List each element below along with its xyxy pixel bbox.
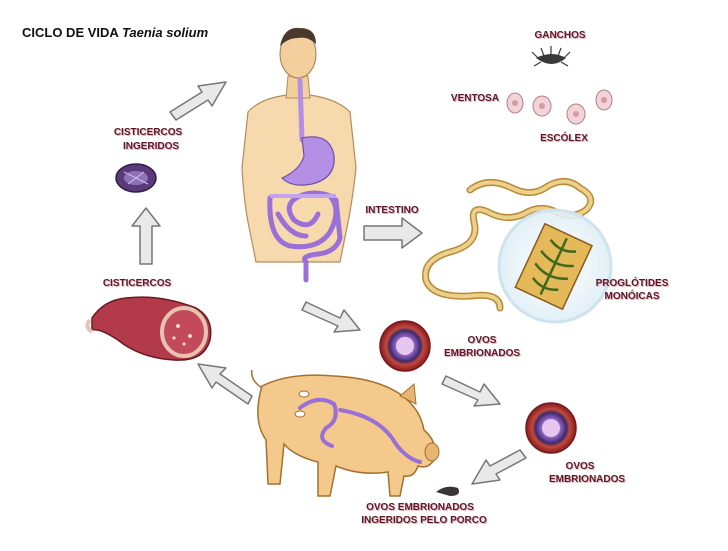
label-cisticercos-ingeridos-2: INGERIDOS (122, 141, 180, 152)
egg-icon-2 (525, 402, 577, 454)
label-ingeridos-porco-1: OVOS EMBRIONADOS (366, 502, 474, 513)
label-intestino: INTESTINO (365, 205, 419, 216)
egg-icon-1 (379, 320, 431, 372)
label-proglotides-2: MONÓICAS (604, 291, 660, 302)
scolex-icon (506, 46, 613, 125)
label-cisticercos: CISTICERCOS (102, 278, 172, 289)
label-proglotides-1: PROGLÓTIDES (595, 278, 669, 289)
label-ingeridos-porco-2: INGERIDOS PELO PORCO (361, 515, 487, 526)
pig-figure (250, 369, 459, 497)
cyst-icon (115, 163, 157, 193)
tapeworm (422, 178, 613, 324)
label-ovos-2a: OVOS (565, 461, 595, 472)
page-title: CICLO DE VIDA Taenia solium (22, 25, 209, 40)
label-ovos-1a: OVOS (467, 335, 497, 346)
label-ovos-2b: EMBRIONADOS (548, 474, 626, 485)
human-figure (241, 27, 357, 283)
label-escolex: ESCÓLEX (540, 133, 588, 144)
label-cisticercos-ingeridos-1: CISTICERCOS (113, 127, 183, 138)
label-ganchos: GANCHOS (534, 30, 586, 41)
meat-cut (85, 296, 212, 361)
arrow-icon (131, 81, 527, 485)
label-ovos-1b: EMBRIONADOS (443, 348, 521, 359)
label-ventosa: VENTOSA (450, 93, 500, 104)
